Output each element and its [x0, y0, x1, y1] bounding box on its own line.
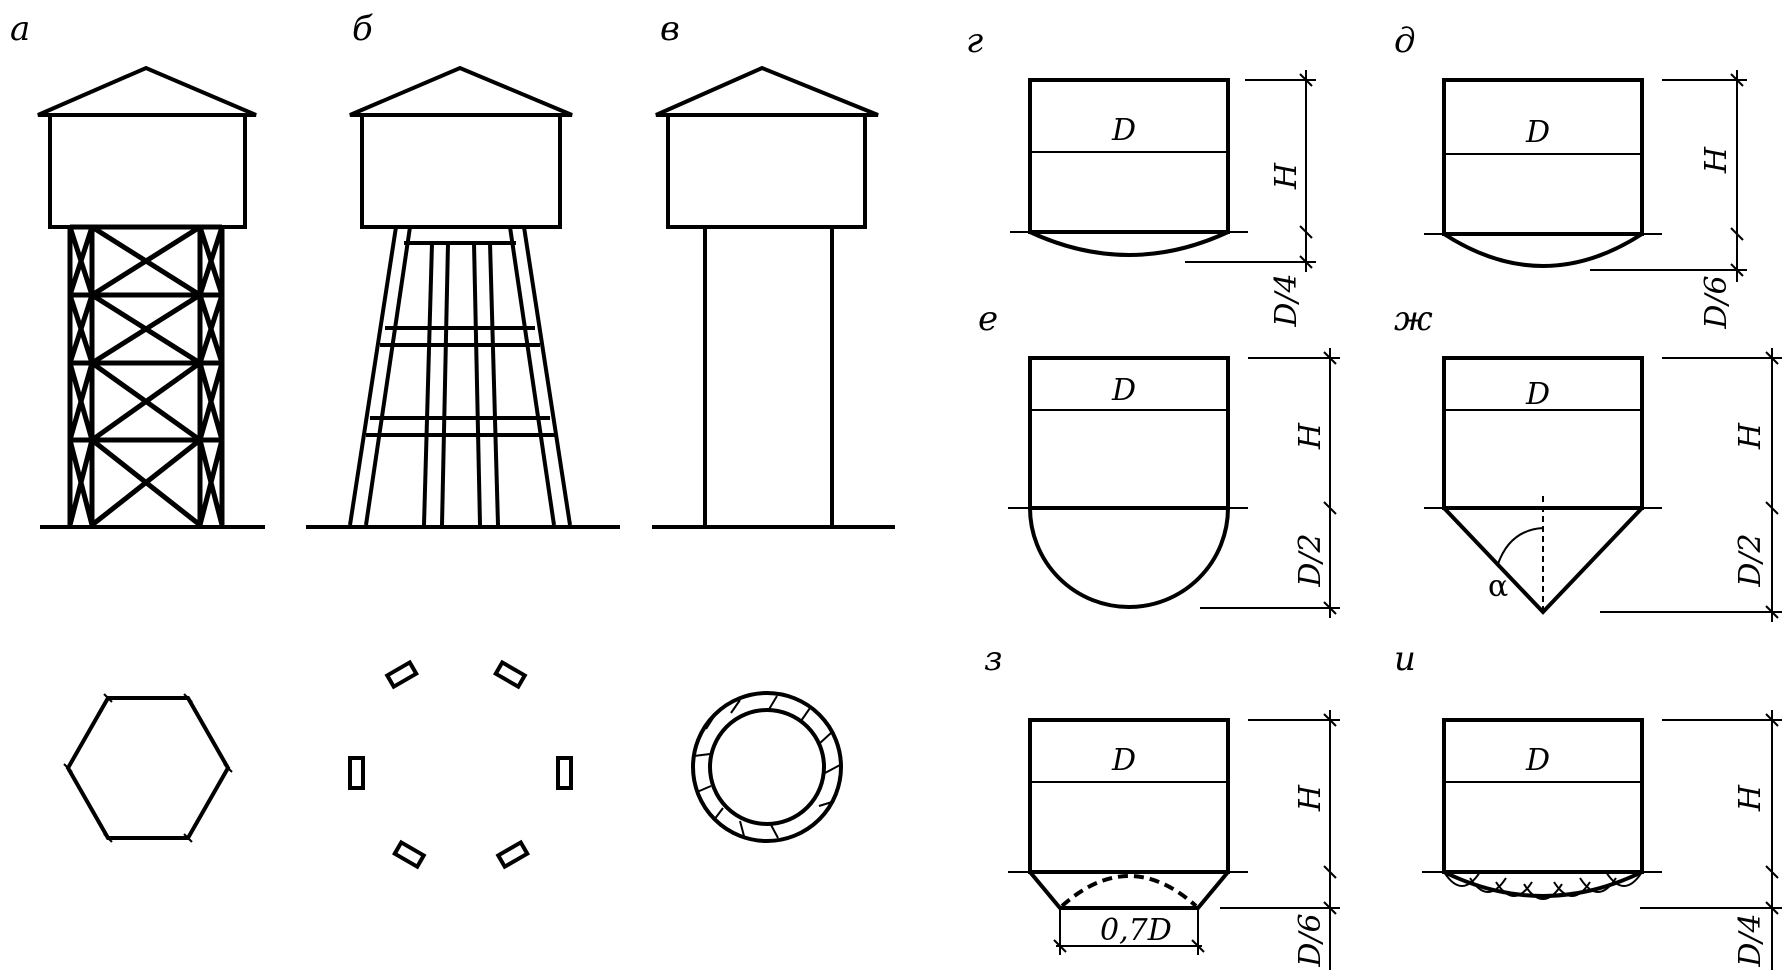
tank-zh-angle-arc: [1497, 527, 1544, 565]
tank-d-height-label: H: [1699, 146, 1734, 174]
tank-d-body: [1442, 78, 1644, 236]
tank-g-bottom-segment: [1029, 230, 1229, 257]
panel-label-z: з: [984, 639, 1003, 679]
panel-label-a: а: [10, 9, 30, 49]
tank-zh-bottom-label: D/2: [1733, 533, 1768, 587]
tower-a-plan-node-marks: [63, 693, 233, 843]
tower-v-tank: [666, 113, 867, 229]
tank-z-dashed-dome: [1060, 874, 1198, 908]
tower-a-hexagon-plan: [65, 696, 231, 840]
panel-e-tank-hemisphere: е D H D/2: [978, 299, 1340, 618]
tank-zh-diameter-label: D: [1525, 377, 1550, 412]
panel-label-e: е: [978, 299, 998, 339]
tower-a-roof: [37, 65, 257, 117]
tank-e-bottom-label: D/2: [1293, 533, 1328, 587]
panel-label-i: и: [1394, 639, 1416, 679]
panel-zh-tank-conical: ж D α H D/2: [1394, 299, 1782, 622]
tank-z-bottom-width-label: 0,7D: [1100, 913, 1172, 948]
tank-z-height-label: H: [1293, 784, 1328, 812]
tank-e-hemisphere-bottom: [1028, 507, 1230, 609]
tower-b-columns-plan: [348, 659, 573, 870]
panel-label-d: д: [1394, 21, 1416, 61]
tank-i-diameter-label: D: [1525, 743, 1550, 778]
tower-v-ring-hatch: [693, 695, 841, 839]
tank-d-bottom-label: D/6: [1699, 275, 1734, 329]
tower-b-frame-columns: [348, 226, 572, 526]
tank-z-bottom: [1028, 870, 1230, 910]
tower-b-roof: [349, 65, 573, 117]
tank-i-bottom-scallops: [1443, 871, 1643, 900]
tank-i-dimension-lines: [1422, 710, 1782, 970]
tank-e-diameter-label: D: [1111, 373, 1136, 408]
panel-d-tank-sphere-segment: д D H D/6: [1394, 21, 1747, 330]
tank-zh-dimension-lines: [1424, 348, 1782, 622]
tank-z-diameter-label: D: [1111, 743, 1136, 778]
panel-label-v: в: [660, 9, 680, 49]
tank-e-height-label: H: [1293, 422, 1328, 450]
panel-b-frame-tower: б: [306, 9, 620, 870]
tank-zh-angle-label: α: [1488, 569, 1508, 604]
tank-e-dimension-lines: [1008, 348, 1340, 618]
tank-z-dimension-lines: [1008, 710, 1340, 970]
panel-z-tank-truncated-cone: з D 0,7D H D/6: [984, 639, 1340, 970]
panel-a-lattice-tower: а: [10, 9, 265, 843]
tank-g-dimension-lines: [1010, 70, 1316, 272]
tower-v-ring-outer: [691, 691, 843, 843]
tower-b-tank: [360, 113, 562, 229]
tank-g-height-label: H: [1269, 162, 1304, 190]
tank-g-bottom-label: D/4: [1269, 273, 1304, 327]
tower-v-ring-inner: [708, 708, 826, 826]
tank-i-bottom-outline: [1443, 870, 1643, 898]
panel-label-zh: ж: [1394, 299, 1433, 339]
tank-zh-height-label: H: [1733, 422, 1768, 450]
panel-g-tank-shallow-bottom: г D H D/4: [966, 21, 1316, 328]
panel-label-g: г: [966, 21, 983, 61]
tank-d-diameter-label: D: [1525, 115, 1550, 150]
tower-a-tank: [48, 113, 247, 229]
tank-d-bottom-segment: [1442, 232, 1644, 268]
tank-z-bottom-dimension: [1053, 908, 1205, 955]
tank-z-bottom-label: D/6: [1293, 913, 1328, 967]
panel-v-shell-tower: в: [652, 9, 895, 843]
tank-d-dimension-lines: [1424, 70, 1747, 282]
tower-a-lattice-frame: [67, 224, 225, 527]
panel-label-b: б: [352, 9, 373, 49]
tank-i-bottom-label: D/4: [1733, 913, 1768, 967]
tank-g-diameter-label: D: [1111, 113, 1136, 148]
tower-v-roof: [655, 65, 879, 117]
panel-i-tank-scalloped-bottom: и D H D/4: [1394, 639, 1782, 970]
tank-g-body: [1028, 78, 1230, 234]
tank-i-height-label: H: [1733, 784, 1768, 812]
